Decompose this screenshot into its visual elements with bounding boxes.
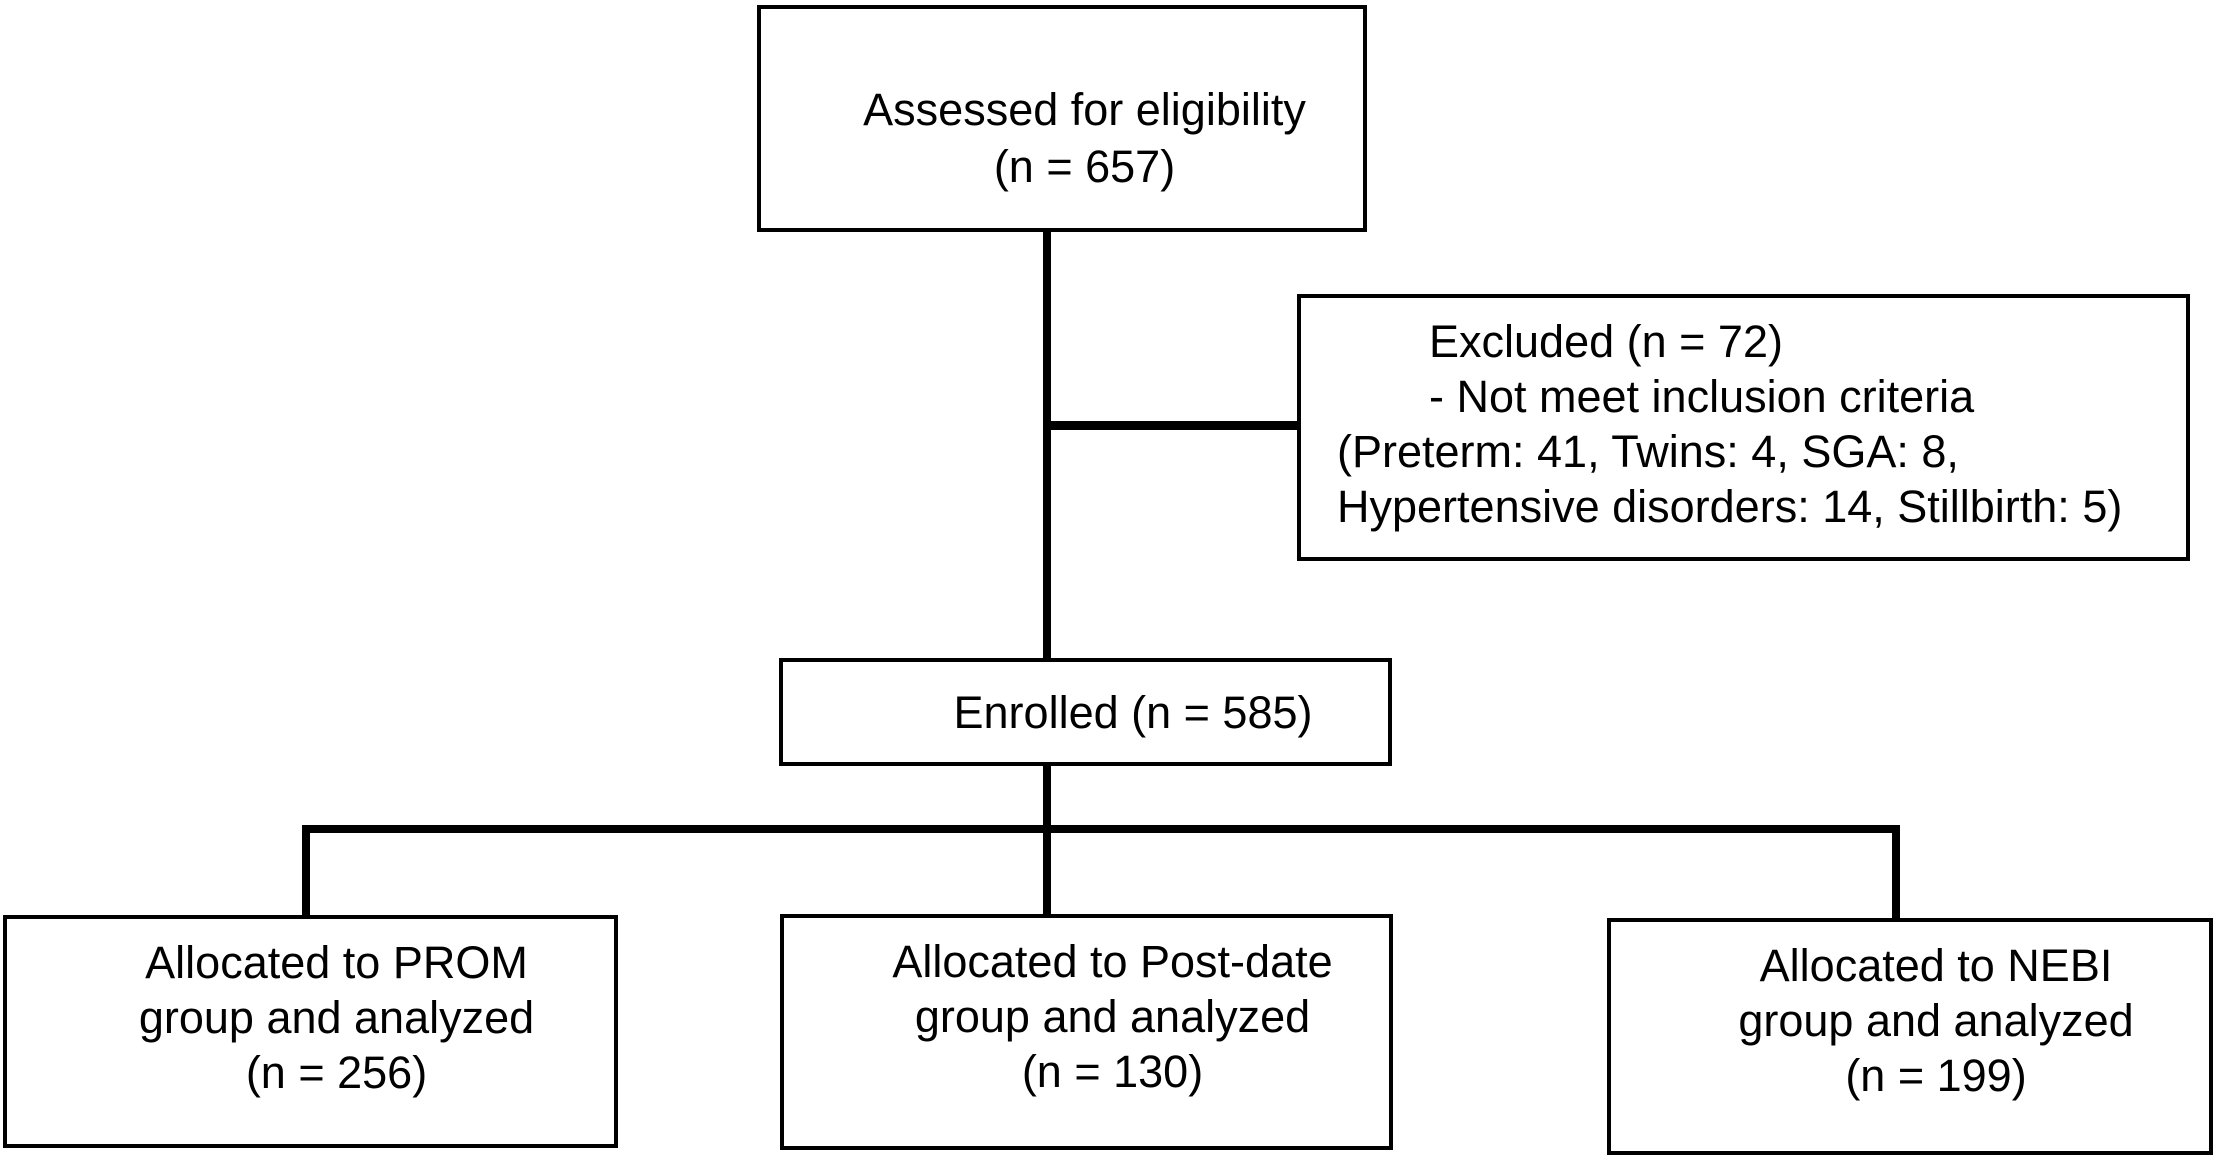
allocated-postdate-box: Allocated to Post-date group and analyze… [780, 914, 1393, 1150]
assessed-for-eligibility-box: Assessed for eligibility (n = 657) [757, 5, 1367, 232]
enrolled-label: Enrolled (n = 585) [953, 686, 1313, 738]
connector-assessed-to-enrolled [1043, 230, 1051, 660]
allocated-nebi-box: Allocated to NEBI group and analyzed (n … [1607, 918, 2213, 1155]
excluded-detail-line-2: Hypertensive disorders: 14, Stillbirth: … [1337, 481, 2123, 532]
allocated-prom-box: Allocated to PROM group and analyzed (n … [3, 915, 618, 1148]
enrolled-box: Enrolled (n = 585) [779, 658, 1392, 766]
excluded-reason-line: - Not meet inclusion criteria [1429, 371, 1975, 422]
excluded-box: Excluded (n = 72) - Not meet inclusion c… [1297, 294, 2190, 561]
connector-drop-to-nebi [1892, 825, 1900, 920]
connector-to-excluded [1047, 421, 1301, 430]
connector-drop-to-prom [302, 825, 310, 917]
connector-distribution-bar [302, 825, 1900, 833]
connector-enrolled-to-postdate [1043, 764, 1051, 916]
excluded-detail-line-1: (Preterm: 41, Twins: 4, SGA: 8, [1337, 426, 1959, 477]
excluded-line: Excluded (n = 72) [1429, 316, 1783, 367]
